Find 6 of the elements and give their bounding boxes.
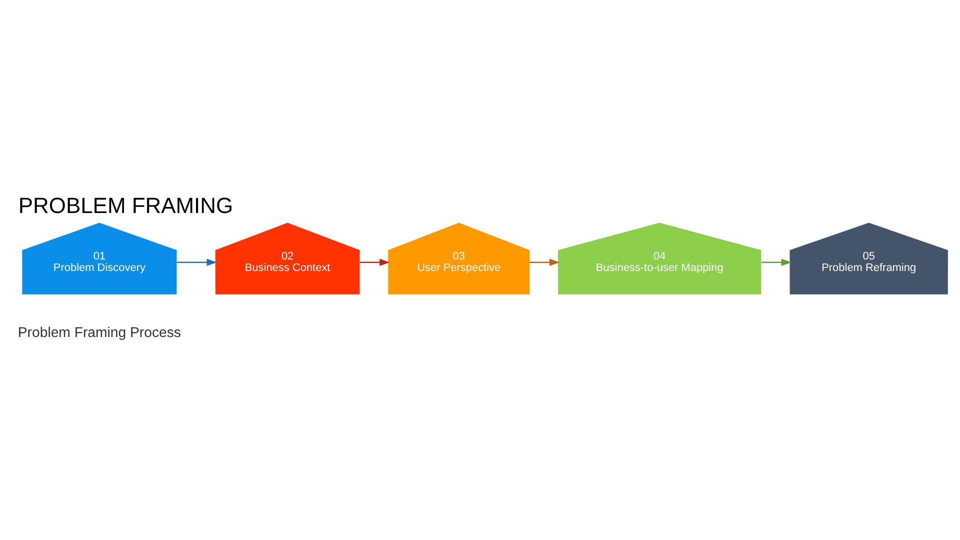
arrow xyxy=(762,258,792,266)
arrow xyxy=(530,258,560,266)
diagram-title: PROBLEM FRAMING xyxy=(18,192,234,218)
arrow xyxy=(176,258,217,266)
arrow xyxy=(360,258,390,266)
label: Problem Framing Process xyxy=(18,324,181,340)
